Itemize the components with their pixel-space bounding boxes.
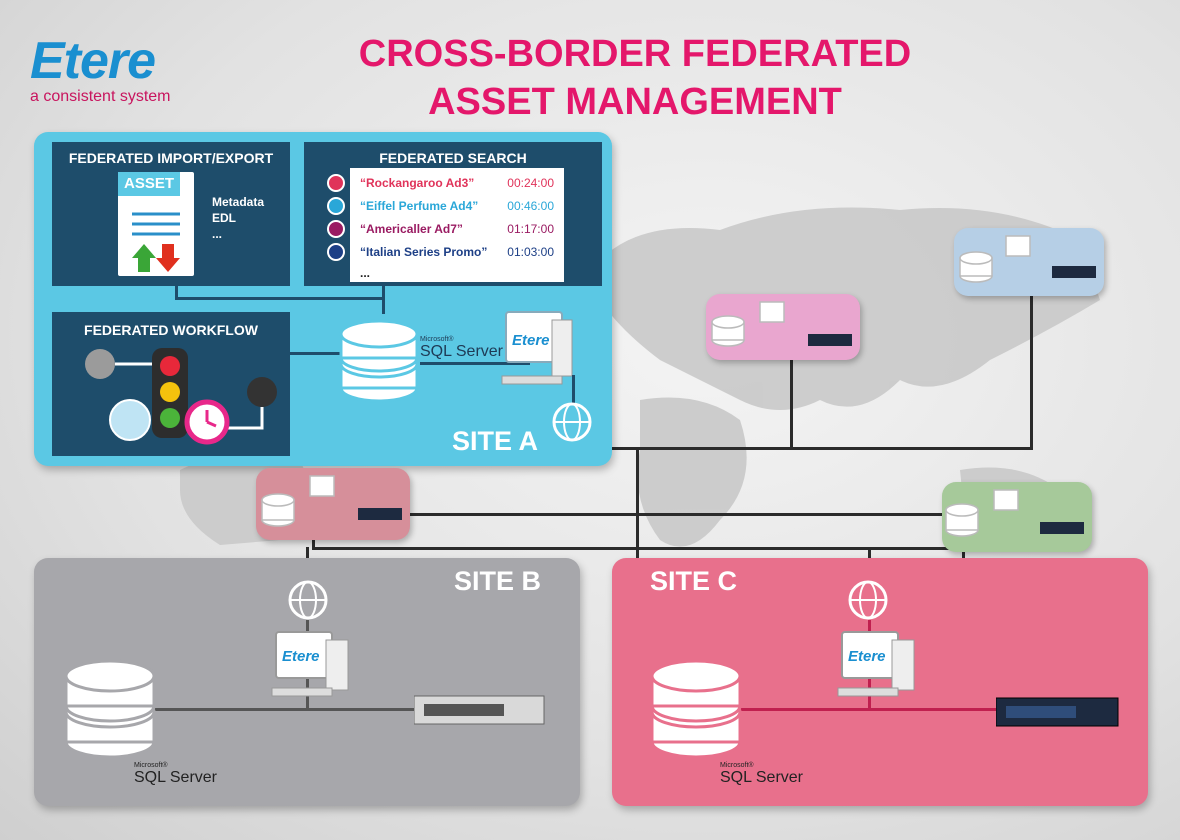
sql-big-text: SQL Server (134, 769, 217, 786)
title-line-2: ASSET MANAGEMENT (428, 81, 842, 123)
network-line (572, 375, 575, 405)
workstation-icon (271, 631, 349, 697)
search-result-duration: 01:03:00 (507, 245, 554, 259)
network-line (740, 708, 1000, 711)
workstation-brand: Etere (848, 648, 886, 665)
globe-icon[interactable] (848, 580, 888, 620)
network-line (150, 708, 420, 711)
network-line (175, 286, 178, 300)
search-more: ... (350, 262, 564, 286)
meta-item: Metadata (212, 195, 265, 209)
search-more-text: ... (360, 266, 371, 280)
search-result-row[interactable]: “Eiffel Perfume Ad4” 00:46:00 (350, 195, 564, 219)
search-result-title: “Americaller Ad7” (360, 222, 463, 236)
database-icon (339, 319, 419, 403)
workstation-brand: Etere (512, 332, 550, 349)
network-line (1030, 296, 1033, 450)
workstation-brand: Etere (282, 648, 320, 665)
search-result-title: “Eiffel Perfume Ad4” (360, 199, 479, 213)
network-line (312, 540, 315, 550)
search-result-duration: 00:46:00 (507, 199, 554, 213)
logo-tagline: a consistent system (30, 88, 171, 105)
network-line (382, 286, 385, 314)
result-color-dot (327, 243, 345, 261)
workstation-icon (837, 631, 915, 697)
workstation-icon (501, 311, 573, 385)
search-result-duration: 00:24:00 (507, 176, 554, 190)
search-result-title: “Italian Series Promo” (360, 245, 488, 259)
traffic-light-icon (85, 348, 277, 445)
result-color-dot (327, 174, 345, 192)
sql-server-logo: Microsoft® SQL Server (720, 762, 803, 787)
meta-item: ... (212, 227, 223, 241)
logo-name: Etere (30, 32, 156, 90)
site-a-label: SITE A (452, 426, 539, 456)
asset-label: ASSET (118, 172, 180, 196)
sql-small-text: Microsoft® (420, 336, 454, 343)
result-color-dot (327, 220, 345, 238)
sql-server-logo: Microsoft® SQL Server (134, 762, 217, 787)
meta-item: EDL (212, 211, 236, 225)
search-result-title: “Rockangaroo Ad3” (360, 176, 475, 190)
workflow-header: FEDERATED WORKFLOW (84, 322, 258, 338)
server-icon (414, 695, 545, 725)
globe-icon[interactable] (552, 402, 592, 442)
search-result-row[interactable]: “Rockangaroo Ad3” 00:24:00 (350, 172, 564, 196)
page-title: CROSS-BORDER FEDERATED ASSET MANAGEMENT (300, 30, 970, 126)
network-line (290, 352, 350, 355)
sql-big-text: SQL Server (720, 769, 803, 786)
sql-small-text: Microsoft® (720, 762, 754, 769)
federated-search-header: FEDERATED SEARCH (379, 150, 527, 166)
database-icon (64, 659, 156, 759)
network-line (420, 362, 530, 365)
network-line (790, 360, 793, 450)
search-results-list: “Rockangaroo Ad3” 00:24:00 “Eiffel Perfu… (350, 168, 564, 282)
search-result-duration: 01:17:00 (507, 222, 554, 236)
network-line (312, 547, 964, 550)
import-export-header: FEDERATED IMPORT/EXPORT (68, 150, 274, 166)
globe-icon[interactable] (288, 580, 328, 620)
result-color-dot (327, 197, 345, 215)
search-result-row[interactable]: “Americaller Ad7” 01:17:00 (350, 218, 564, 242)
search-result-row[interactable]: “Italian Series Promo” 01:03:00 (350, 241, 564, 265)
etere-logo: Etere a consistent system (30, 32, 171, 106)
sql-small-text: Microsoft® (134, 762, 168, 769)
site-b-label: SITE B (454, 566, 542, 596)
server-icon (996, 697, 1119, 727)
network-line (636, 447, 639, 597)
network-line (175, 297, 385, 300)
site-c-label: SITE C (650, 566, 738, 596)
title-line-1: CROSS-BORDER FEDERATED (358, 33, 912, 75)
import-export-items: Metadata EDL ... (212, 194, 264, 242)
sql-server-logo: Microsoft® SQL Server (420, 336, 503, 361)
network-line (410, 513, 946, 516)
database-icon (650, 659, 742, 759)
sql-big-text: SQL Server (420, 343, 503, 360)
network-line (572, 447, 1032, 450)
